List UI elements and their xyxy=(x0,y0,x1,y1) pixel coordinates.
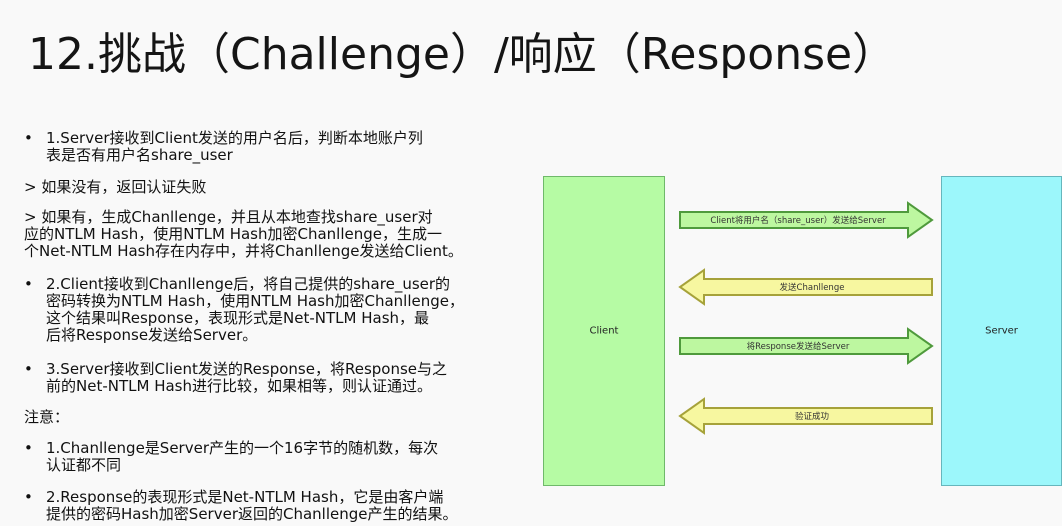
paragraph-line: 3.Server接收到Client发送的Response，将Response与之 xyxy=(46,360,448,378)
paragraph-line: 个Net-NTLM Hash存在内存中，并将Chanllenge发送给Clien… xyxy=(24,242,463,260)
paragraph-line: 应的NTLM Hash，使用NTLM Hash加密Chanllenge，生成一 xyxy=(24,225,442,243)
paragraph-line: 表是否有用户名share_user xyxy=(46,146,233,164)
client-label: Client xyxy=(589,325,619,337)
paragraph-line: 这个结果叫Response，表现形式是Net-NTLM Hash，最 xyxy=(46,309,430,327)
arrow-left xyxy=(678,268,933,306)
arrow-label: Client将用户名（share_user）发送给Server xyxy=(710,216,886,226)
paragraph-line: 1.Chanllenge是Server产生的一个16字节的随机数，每次 xyxy=(46,439,439,457)
bullet-dot: • xyxy=(24,275,33,293)
paragraph-line: 前的Net-NTLM Hash进行比较，如果相等，则认证通过。 xyxy=(46,377,432,395)
client-box: Client xyxy=(543,176,665,486)
arrow-label: 验证成功 xyxy=(794,412,830,422)
arrow-left xyxy=(678,397,933,435)
paragraph: • 2.Response的表现形式是Net-NTLM Hash，它是由客户端提供的… xyxy=(24,489,457,523)
paragraph-line: 后将Response发送给Server。 xyxy=(46,326,258,344)
paragraph-line: 注意： xyxy=(24,408,70,426)
paragraph-line: 2.Response的表现形式是Net-NTLM Hash，它是由客户端 xyxy=(46,488,444,506)
arrow-label: 发送Chanllenge xyxy=(779,283,845,293)
paragraph-line: > 如果有，生成Chanllenge，并且从本地查找share_user对 xyxy=(24,208,433,226)
paragraph: • 2.Client接收到Chanllenge后，将自己提供的share_user… xyxy=(24,276,464,344)
bullet-dot: • xyxy=(24,439,33,457)
paragraph: • 3.Server接收到Client发送的Response，将Response与… xyxy=(24,361,447,395)
paragraph-line: 认证都不同 xyxy=(46,456,122,474)
paragraph: 注意： xyxy=(24,409,69,426)
paragraph-line: 2.Client接收到Chanllenge后，将自己提供的share_user的 xyxy=(46,275,451,293)
arrow-label: 将Response发送给Server xyxy=(746,342,850,352)
arrow-right xyxy=(679,201,934,239)
arrow-right xyxy=(679,327,934,365)
paragraph-line: 密码转换为NTLM Hash，使用NTLM Hash加密Chanllenge， xyxy=(46,292,464,310)
slide-title: 12.挑战（Challenge）/响应（Response） xyxy=(28,29,897,80)
bullet-dot: • xyxy=(24,129,33,147)
server-label: Server xyxy=(985,325,1018,337)
bullet-dot: • xyxy=(24,488,33,506)
paragraph-line: 1.Server接收到Client发送的用户名后，判断本地账户列 xyxy=(46,129,423,147)
paragraph-line: > 如果没有，返回认证失败 xyxy=(24,178,207,196)
paragraph: > 如果有，生成Chanllenge，并且从本地查找share_user对应的N… xyxy=(24,209,463,260)
bullet-dot: • xyxy=(24,360,33,378)
paragraph: • 1.Chanllenge是Server产生的一个16字节的随机数，每次认证都不… xyxy=(24,440,438,474)
paragraph: • 1.Server接收到Client发送的用户名后，判断本地账户列表是否有用户名… xyxy=(24,130,423,164)
server-box: Server xyxy=(941,176,1062,486)
paragraph-line: 提供的密码Hash加密Server返回的Chanllenge产生的结果。 xyxy=(46,505,458,523)
paragraph: > 如果没有，返回认证失败 xyxy=(24,179,206,196)
